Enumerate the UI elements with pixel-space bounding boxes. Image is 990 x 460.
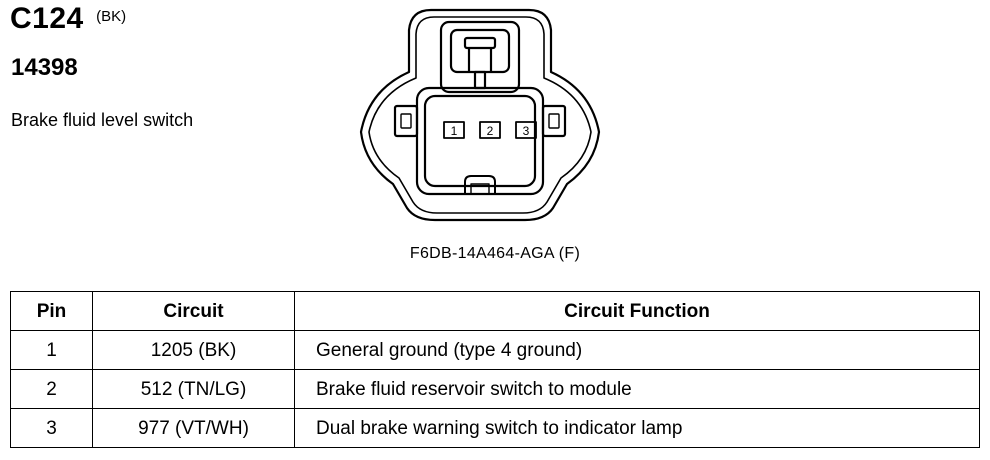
circuit-cell: 977 (VT/WH) — [92, 408, 295, 448]
function-cell: Dual brake warning switch to indicator l… — [294, 408, 980, 448]
pin-cell: 2 — [10, 369, 93, 409]
function-cell: Brake fluid reservoir switch to module — [294, 369, 980, 409]
table-row: 3 977 (VT/WH) Dual brake warning switch … — [10, 408, 980, 448]
pin-cell: 1 — [10, 330, 93, 370]
circuit-cell: 512 (TN/LG) — [92, 369, 295, 409]
table-header-row: Pin Circuit Circuit Function — [10, 291, 980, 331]
pin-2-label: 2 — [487, 124, 494, 138]
pin-3-cavity — [515, 121, 537, 139]
connector-id: C124 — [10, 2, 84, 35]
pinout-table: Pin Circuit Circuit Function 1 1205 (BK)… — [10, 291, 980, 448]
pin-1-cavity — [443, 121, 465, 139]
connector-title: C124 (BK) — [10, 2, 126, 36]
function-cell: General ground (type 4 ground) — [294, 330, 980, 370]
table-row: 2 512 (TN/LG) Brake fluid reservoir swit… — [10, 369, 980, 409]
header-circuit-function: Circuit Function — [294, 291, 980, 331]
connector-part-code: F6DB-14A464-AGA (F) — [409, 245, 581, 262]
latch-outer — [439, 20, 521, 94]
component-name: Brake fluid level switch — [11, 110, 194, 130]
pin-cavity-outer — [415, 86, 545, 196]
pin-1-label: 1 — [451, 124, 458, 138]
latch-tab — [463, 36, 497, 50]
bottom-key — [464, 175, 496, 195]
side-clip-left — [393, 104, 419, 138]
pin-2-cavity — [479, 121, 501, 139]
pin-cavity-inner — [423, 94, 537, 188]
latch-inner — [449, 28, 511, 74]
connector-housing-outline — [359, 8, 601, 222]
connector-color: (BK) — [96, 8, 127, 25]
latch-stem — [473, 70, 487, 90]
connector-housing-inner-outline — [368, 16, 592, 214]
circuit-cell: 1205 (BK) — [92, 330, 295, 370]
part-number: 14398 — [11, 54, 78, 81]
pin-cell: 3 — [10, 408, 93, 448]
connector-face-drawing: 1 2 3 — [355, 8, 605, 226]
header-pin: Pin — [10, 291, 93, 331]
table-row: 1 1205 (BK) General ground (type 4 groun… — [10, 330, 980, 370]
header-circuit: Circuit — [92, 291, 295, 331]
pin-3-label: 3 — [523, 124, 530, 138]
side-clip-right — [541, 104, 567, 138]
